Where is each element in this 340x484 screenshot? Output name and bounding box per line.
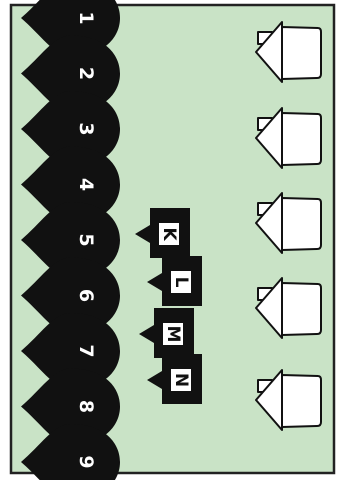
stake-shape: [21, 35, 120, 112]
house-body: [281, 282, 322, 336]
stake-shape: [21, 202, 120, 278]
stake-number: 9: [75, 455, 97, 468]
flag-label-box: [163, 323, 183, 345]
flag-label-box: [171, 369, 191, 391]
stake-piece-4[interactable]: 4: [21, 146, 120, 223]
stake-shape: [21, 313, 120, 389]
stake-number: 6: [75, 289, 97, 302]
stake-number: 1: [75, 11, 97, 24]
flag-pointer: [135, 225, 150, 243]
stake-number: 5: [75, 233, 97, 246]
flag-letter: N: [171, 373, 191, 387]
house-body: [281, 197, 322, 251]
flag-pointer: [139, 325, 154, 343]
stake-piece-5[interactable]: 5: [21, 202, 120, 278]
flag-label-box: [171, 271, 191, 293]
flag-marker-M[interactable]: M: [139, 308, 194, 358]
stake-piece-8[interactable]: 8: [21, 368, 120, 445]
house-4-icon: [255, 277, 322, 339]
flag-marker-L[interactable]: L: [147, 256, 202, 306]
house-body: [281, 26, 322, 80]
house-body: [281, 374, 322, 428]
stake-shape: [21, 368, 120, 445]
house-1-icon: [255, 21, 322, 83]
stake-number: 2: [75, 67, 97, 80]
house-2-icon: [255, 107, 322, 169]
flag-pointer: [147, 273, 162, 291]
stake-shape: [21, 91, 120, 167]
stake-piece-7[interactable]: 7: [21, 313, 120, 389]
flag-marker-N[interactable]: N: [147, 354, 202, 404]
stake-piece-2[interactable]: 2: [21, 35, 120, 112]
stake-number: 8: [75, 400, 97, 413]
stake-shape: [21, 257, 120, 334]
flag-label-box: [159, 223, 179, 245]
stake-piece-9[interactable]: 9: [21, 424, 120, 484]
stake-shape: [21, 146, 120, 223]
flag-letter: L: [171, 277, 191, 288]
stake-piece-3[interactable]: 3: [21, 91, 120, 167]
stake-number: 3: [75, 122, 97, 135]
stake-number: 7: [75, 344, 97, 357]
stakes-layer: 1 2 3 4 5 6 7 8 9: [21, 0, 120, 484]
house-body: [281, 112, 322, 166]
flag-pointer: [147, 371, 162, 389]
stake-piece-6[interactable]: 6: [21, 257, 120, 334]
house-5-icon: [255, 369, 322, 431]
flag-letter: K: [159, 227, 179, 241]
flag-letter: M: [163, 326, 183, 343]
flags-layer: K L M N: [135, 208, 202, 404]
house-3-icon: [255, 192, 322, 254]
houses-layer: [255, 21, 322, 431]
stake-number: 4: [75, 178, 97, 191]
flag-marker-K[interactable]: K: [135, 208, 190, 258]
stake-shape: [21, 424, 120, 484]
